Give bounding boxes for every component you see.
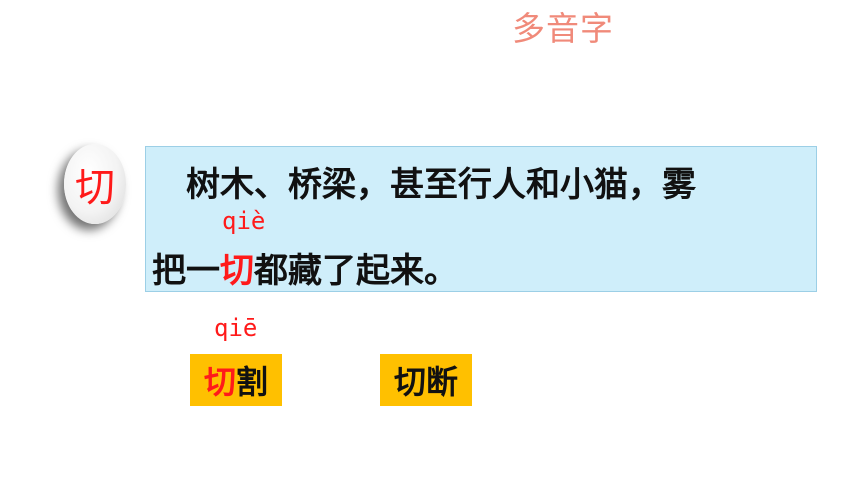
pinyin-qie1: qiē — [214, 314, 258, 342]
sentence-line-2-before: 把一 — [152, 251, 220, 291]
page-title: 多音字 — [512, 9, 614, 48]
word-card-qiege[interactable]: 切割 — [190, 354, 282, 406]
sentence-line-1: 树木、桥梁，甚至行人和小猫，雾 — [186, 165, 696, 205]
word-card-qieduan[interactable]: 切断 — [380, 354, 472, 406]
sentence-line-2: 把一切都藏了起来。 — [152, 243, 458, 292]
sentence-box: 树木、桥梁，甚至行人和小猫，雾 qiè 把一切都藏了起来。 — [145, 146, 817, 292]
sentence-highlight-char: 切 — [220, 251, 254, 291]
word-card-qiege-highlight: 切 — [203, 363, 236, 401]
sentence-line-2-after: 都藏了起来。 — [254, 251, 458, 291]
pinyin-qie4: qiè — [222, 207, 266, 235]
word-card-qiege-rest: 割 — [236, 363, 269, 401]
word-card-qieduan-rest: 切断 — [393, 363, 458, 401]
character-badge[interactable]: 切 — [64, 144, 126, 224]
character-label: 切 — [75, 165, 115, 211]
